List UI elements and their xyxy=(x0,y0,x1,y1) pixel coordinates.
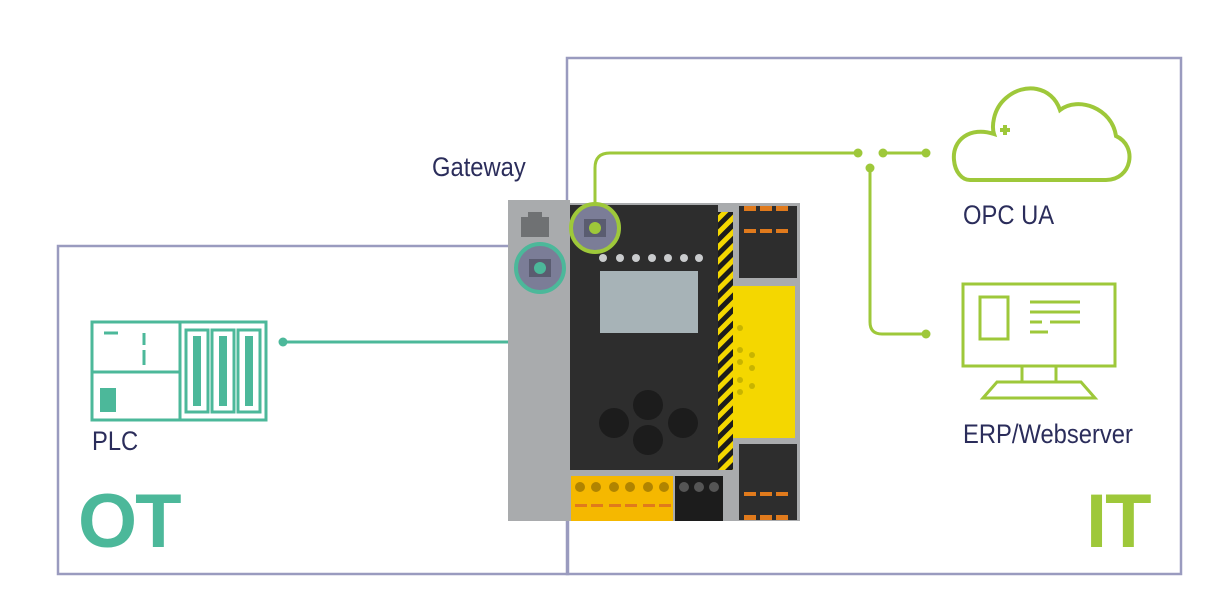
monitor-icon xyxy=(961,282,1117,400)
gateway-device-icon xyxy=(508,200,800,521)
it-zone-label: IT xyxy=(1086,479,1152,564)
status-leds xyxy=(599,254,703,262)
ot-zone-label: OT xyxy=(78,479,182,564)
bottom-terminals xyxy=(571,476,723,521)
plc-label: PLC xyxy=(92,426,139,456)
device-display xyxy=(600,271,698,333)
it-connection-lines xyxy=(593,148,931,339)
erp-webserver-label: ERP/Webserver xyxy=(963,419,1133,449)
device-buttons xyxy=(599,390,698,455)
ot-connection-line xyxy=(278,285,542,347)
ot-port xyxy=(514,242,566,294)
safety-panel xyxy=(733,286,795,438)
hazard-stripe xyxy=(718,212,733,470)
it-port xyxy=(569,202,621,254)
opc-ua-label: OPC UA xyxy=(963,200,1055,230)
plc-rack-icon xyxy=(90,320,268,422)
gateway-label: Gateway xyxy=(432,152,526,182)
cloud-icon xyxy=(951,86,1132,182)
